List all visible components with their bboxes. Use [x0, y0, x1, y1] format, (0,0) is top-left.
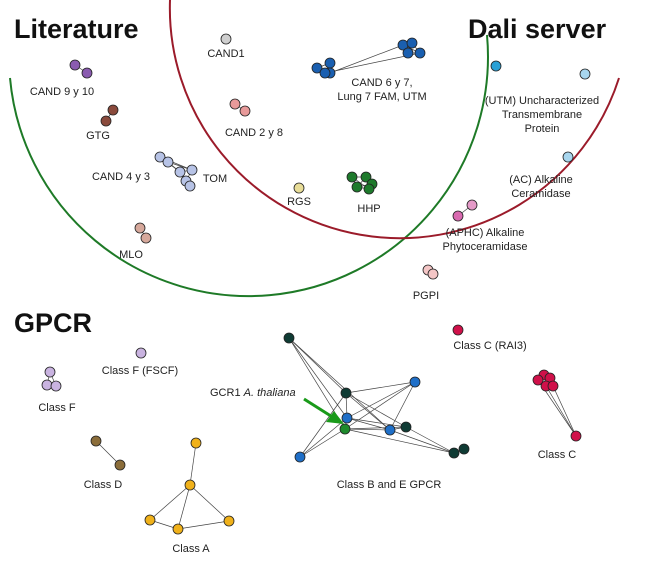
- node-pgpi-b: [427, 268, 439, 280]
- node-class-c: [570, 430, 582, 442]
- node-class-be: [340, 387, 352, 399]
- node-rgs: [293, 182, 305, 194]
- label-class-c: Class C: [538, 449, 577, 461]
- label-cand1: CAND1: [207, 48, 244, 60]
- label-class-c-rai3: Class C (RAI3): [453, 340, 526, 352]
- edges: [46, 42, 577, 530]
- literature-circle: [9, 34, 489, 297]
- node-cand67: [414, 47, 426, 59]
- node-aphc-a: [466, 199, 478, 211]
- node-class-a: [172, 523, 184, 535]
- label-mlo: MLO: [119, 249, 143, 261]
- label-class-f-fscf: Class F (FSCF): [102, 365, 178, 377]
- node-class-be: [409, 376, 421, 388]
- label-utm-line1: (UTM) Uncharacterized: [485, 95, 599, 107]
- label-cand67-line2: Lung 7 FAM, UTM: [337, 91, 426, 103]
- node-class-be: [400, 421, 412, 433]
- node-class-c-rai3: [452, 324, 464, 336]
- node-class-be: [448, 447, 460, 459]
- node-cand67: [406, 37, 418, 49]
- node-gtg-b: [100, 115, 112, 127]
- node-tom: [186, 164, 198, 176]
- dali-server-circle: [168, 0, 620, 240]
- node-cand67: [402, 47, 414, 59]
- node-hhp: [351, 181, 363, 193]
- gpcr-heading: GPCR: [14, 308, 92, 338]
- node-utm-b: [579, 68, 591, 80]
- label-class-f: Class F: [38, 402, 76, 414]
- node-class-a: [184, 479, 196, 491]
- node-utm-a: [490, 60, 502, 72]
- node-class-f-fscf: [135, 347, 147, 359]
- label-rgs: RGS: [287, 196, 311, 208]
- gcr1-arrowhead: [326, 411, 344, 424]
- node-class-d-a: [90, 435, 102, 447]
- label-gcr1-prefix: GCR1: [210, 387, 244, 399]
- node-hhp: [346, 171, 358, 183]
- label-aphc-line2: Phytoceramidase: [443, 241, 528, 253]
- node-cand910-b: [81, 67, 93, 79]
- node-class-d-b: [114, 459, 126, 471]
- node-ac: [562, 151, 574, 163]
- node-class-f: [41, 379, 53, 391]
- node-class-c: [547, 380, 559, 392]
- node-class-a: [223, 515, 235, 527]
- node-class-be: [294, 451, 306, 463]
- dali-server-heading: Dali server: [468, 14, 607, 44]
- label-cand910: CAND 9 y 10: [30, 86, 94, 98]
- node-class-a: [190, 437, 202, 449]
- label-pgpi: PGPI: [413, 290, 439, 302]
- nodes: [41, 33, 591, 535]
- label-cand67-line1: CAND 6 y 7,: [351, 77, 412, 89]
- node-cand67: [319, 67, 331, 79]
- label-class-d: Class D: [84, 479, 123, 491]
- node-gcr1: [339, 423, 351, 435]
- node-hhp: [363, 183, 375, 195]
- label-gtg: GTG: [86, 130, 110, 142]
- literature-heading: Literature: [14, 14, 139, 44]
- node-aphc-b: [452, 210, 464, 222]
- label-gcr1-species: A. thaliana: [243, 387, 296, 399]
- label-ac-line2: Ceramidase: [511, 188, 570, 200]
- label-class-be: Class B and E GPCR: [337, 479, 442, 491]
- label-utm-line2: Transmembrane: [502, 109, 582, 121]
- node-mlo-a: [134, 222, 146, 234]
- node-tom: [184, 180, 196, 192]
- label-cand28: CAND 2 y 8: [225, 127, 283, 139]
- label-utm-line3: Protein: [525, 123, 560, 135]
- node-cand67: [311, 62, 323, 74]
- label-gcr1: GCR1 A. thaliana: [210, 387, 296, 399]
- node-class-be: [341, 412, 353, 424]
- label-hhp: HHP: [357, 203, 380, 215]
- label-class-a: Class A: [172, 543, 210, 555]
- label-tom: TOM: [203, 173, 227, 185]
- node-class-a: [144, 514, 156, 526]
- node-hhp: [360, 171, 372, 183]
- node-class-be: [384, 424, 396, 436]
- node-cand43: [154, 151, 166, 163]
- node-gtg-a: [107, 104, 119, 116]
- node-cand43: [162, 156, 174, 168]
- node-cand910-a: [69, 59, 81, 71]
- label-ac-line1: (AC) Alkaline: [509, 174, 573, 186]
- node-class-be: [458, 443, 470, 455]
- node-mlo-b: [140, 232, 152, 244]
- node-tom: [174, 166, 186, 178]
- node-class-c: [532, 374, 544, 386]
- node-cand28-b: [239, 105, 251, 117]
- label-aphc-line1: (APHC) Alkaline: [446, 227, 525, 239]
- node-class-be: [283, 332, 295, 344]
- node-cand1: [220, 33, 232, 45]
- node-cand67: [324, 57, 336, 69]
- label-cand43: CAND 4 y 3: [92, 171, 150, 183]
- node-cand28-a: [229, 98, 241, 110]
- gcr1-arrow: [303, 397, 335, 420]
- node-class-f: [44, 366, 56, 378]
- node-class-f: [50, 380, 62, 392]
